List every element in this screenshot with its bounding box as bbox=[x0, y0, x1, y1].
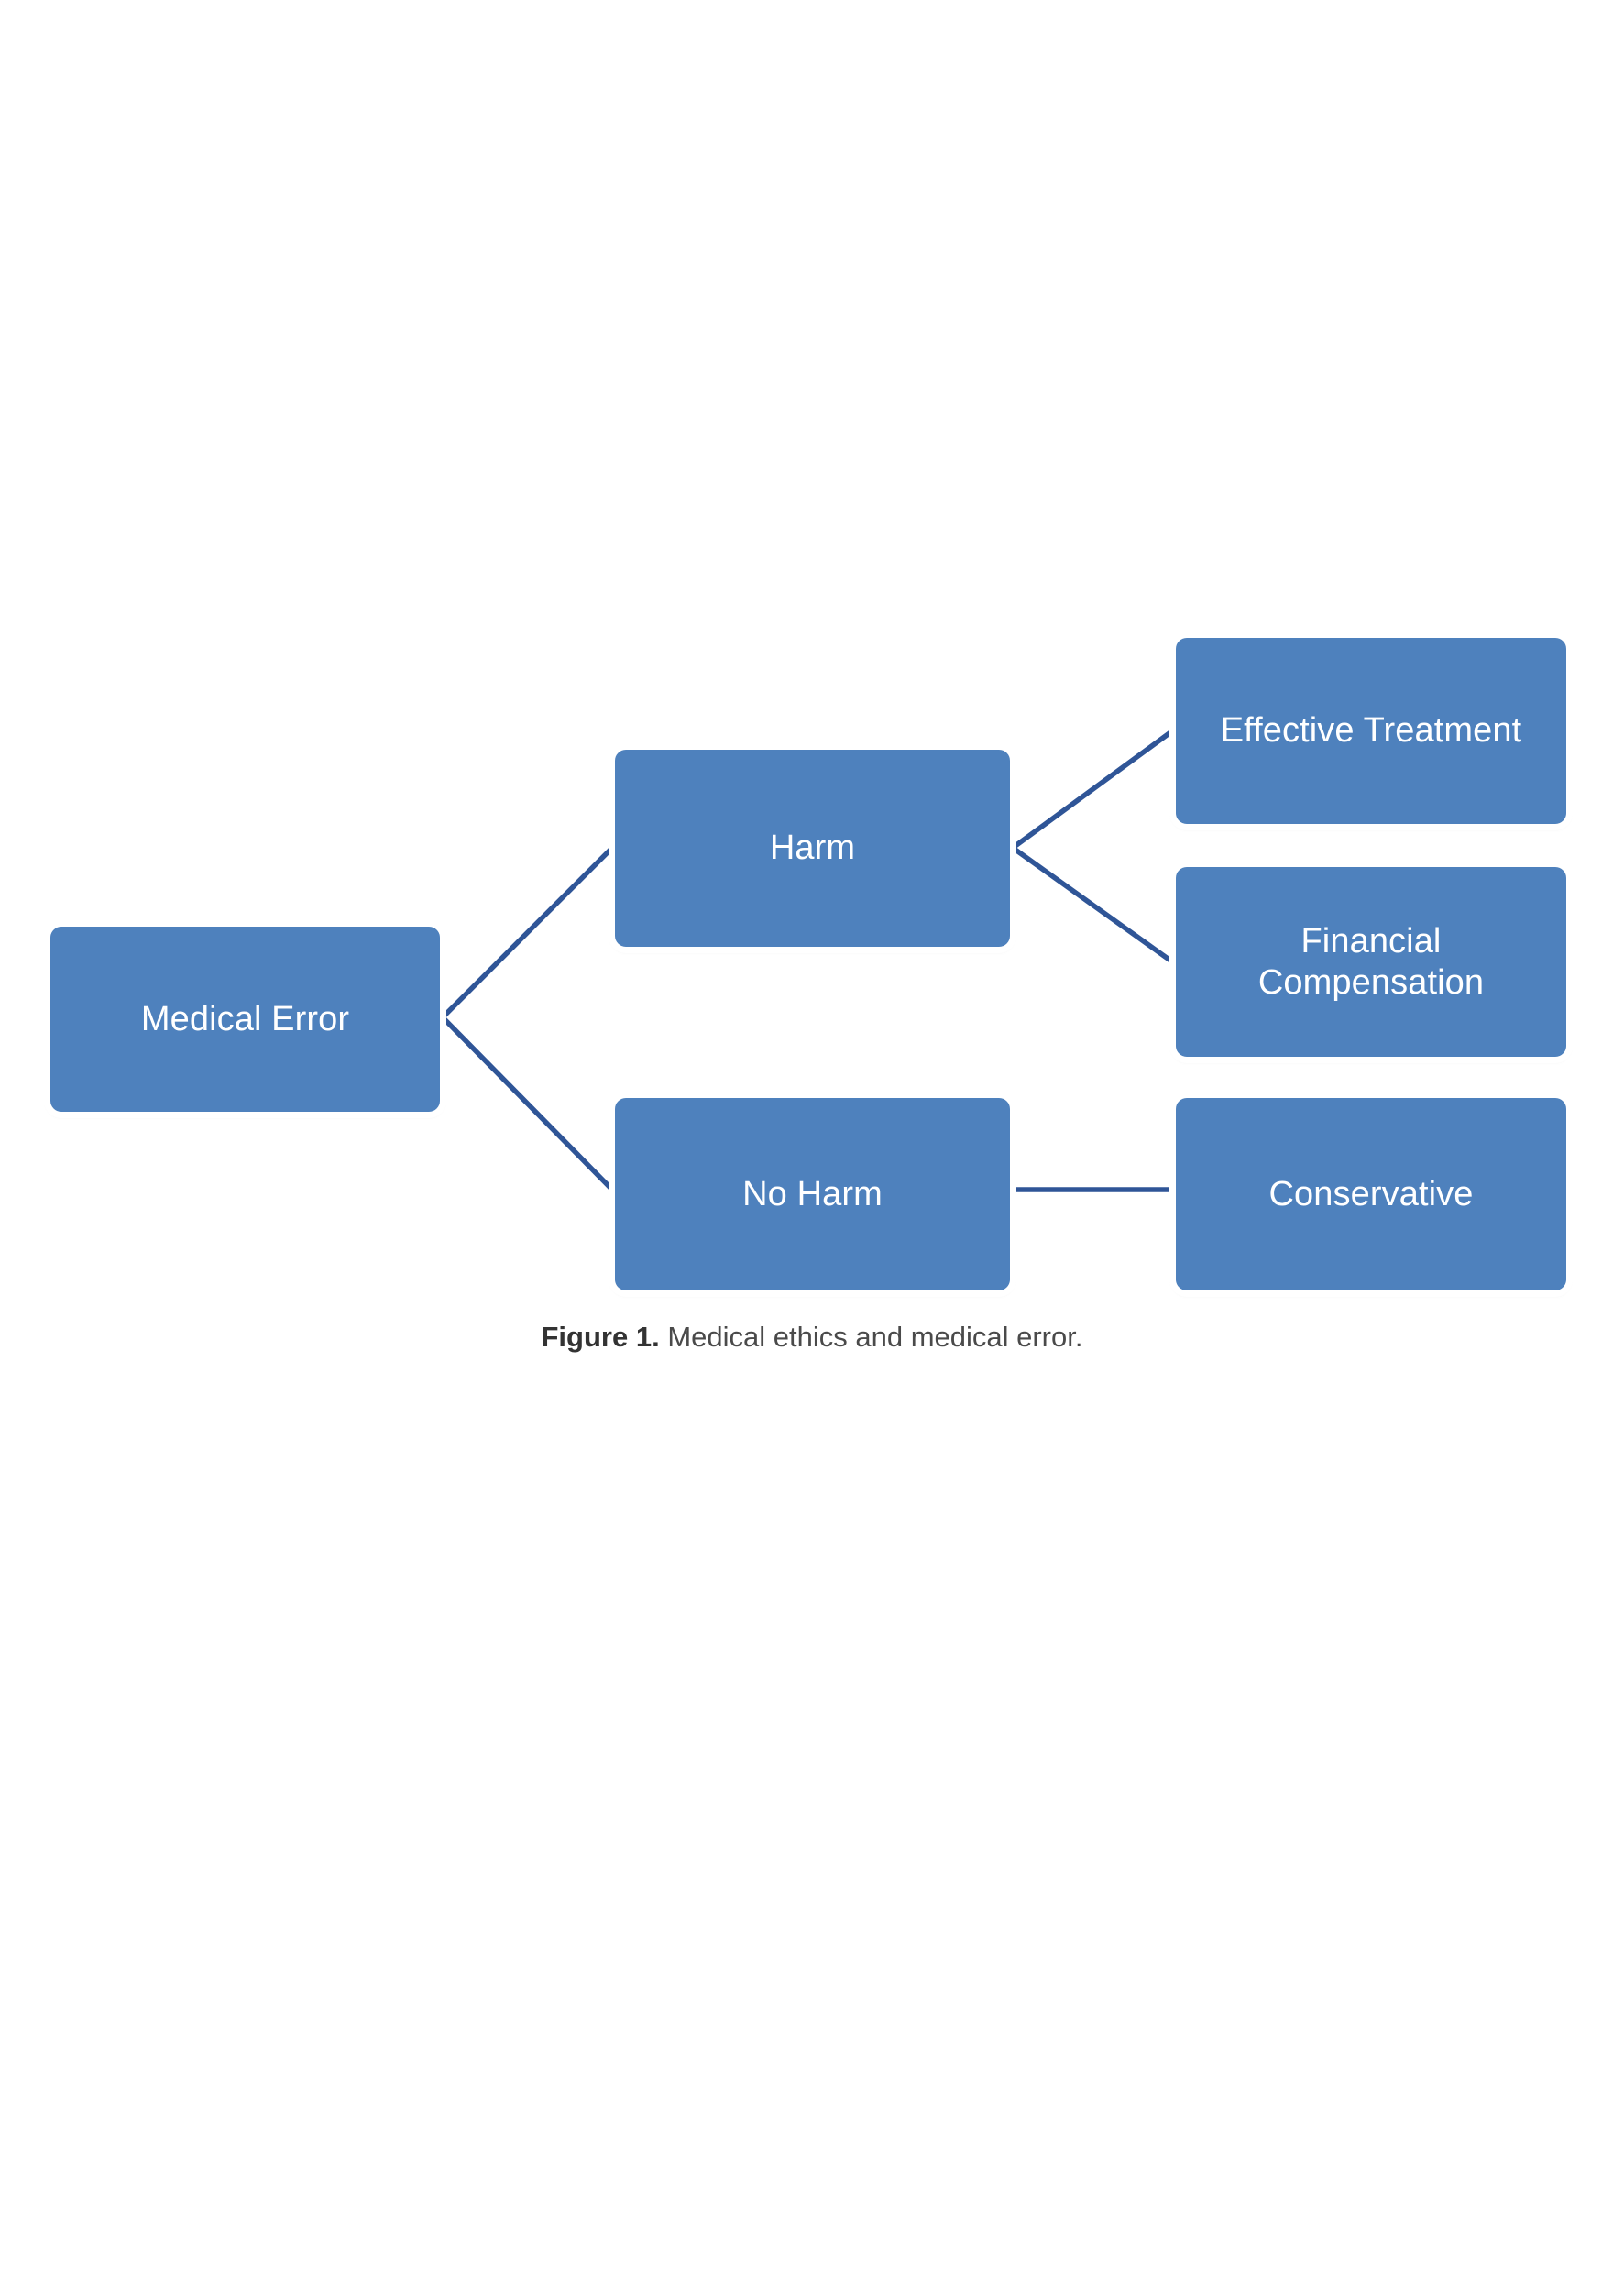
tree-diagram: Medical Error Harm No Harm Effective Tre… bbox=[48, 635, 1569, 1293]
node-conservative[interactable]: Conservative bbox=[1173, 1095, 1569, 1293]
figure-caption-text: Medical ethics and medical error. bbox=[667, 1321, 1083, 1353]
node-harm[interactable]: Harm bbox=[612, 747, 1013, 950]
figure-caption-label: Figure 1. bbox=[541, 1321, 660, 1353]
figure-caption: Figure 1. Medical ethics and medical err… bbox=[0, 1318, 1624, 1356]
node-financial-compensation-label: Financial Compensation bbox=[1257, 921, 1485, 1002]
node-effective-treatment[interactable]: Effective Treatment bbox=[1173, 635, 1569, 827]
figure-block: Medical Error Harm No Harm Effective Tre… bbox=[0, 635, 1624, 1356]
node-conservative-label: Conservative bbox=[1268, 1174, 1474, 1213]
edge-medical-error-to-harm bbox=[439, 844, 616, 1021]
node-no-harm[interactable]: No Harm bbox=[612, 1095, 1013, 1293]
edge-harm-to-financial-compensation bbox=[1009, 844, 1177, 966]
node-medical-error-label: Medical Error bbox=[140, 999, 350, 1038]
connector-layer bbox=[439, 727, 1177, 1193]
node-effective-treatment-label: Effective Treatment bbox=[1220, 711, 1522, 751]
edge-harm-to-effective-treatment bbox=[1009, 727, 1177, 851]
node-medical-error[interactable]: Medical Error bbox=[48, 924, 443, 1115]
node-no-harm-label: No Harm bbox=[742, 1174, 883, 1213]
node-financial-compensation[interactable]: Financial Compensation bbox=[1173, 864, 1569, 1060]
node-harm-label: Harm bbox=[769, 829, 856, 868]
edge-medical-error-to-no-harm bbox=[439, 1014, 616, 1193]
